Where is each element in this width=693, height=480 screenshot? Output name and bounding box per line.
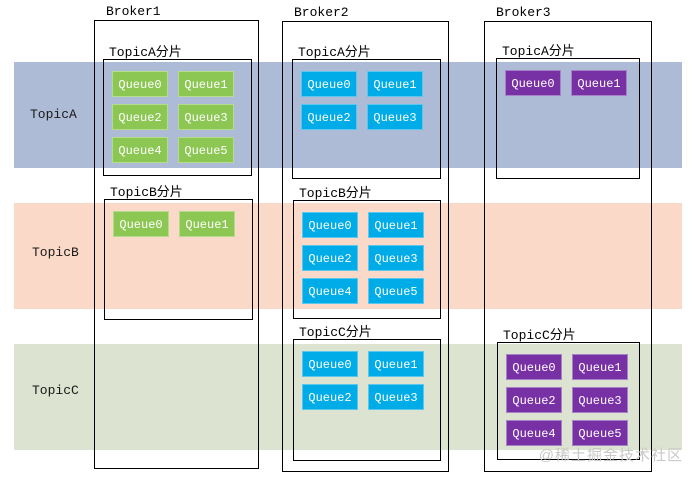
topic-shard-label: TopicB分片 bbox=[110, 185, 183, 200]
topic-shard-label: TopicC分片 bbox=[299, 325, 372, 340]
queue-box: Queue0 bbox=[506, 354, 562, 380]
queue-box: Queue2 bbox=[506, 387, 562, 413]
queue-box: Queue5 bbox=[178, 137, 234, 163]
queue-box: Queue2 bbox=[302, 384, 358, 410]
topic-shard-label: TopicB分片 bbox=[299, 186, 372, 201]
queue-box: Queue1 bbox=[368, 351, 424, 377]
topic-shard-label: TopicA分片 bbox=[298, 45, 371, 60]
queue-box: Queue3 bbox=[572, 387, 628, 413]
queue-box: Queue1 bbox=[368, 212, 424, 238]
queue-box: Queue0 bbox=[302, 351, 358, 377]
queue-box: Queue2 bbox=[302, 245, 358, 271]
queue-box: Queue1 bbox=[178, 71, 234, 97]
topic-shard-label: TopicA分片 bbox=[502, 44, 575, 59]
queue-box: Queue4 bbox=[302, 278, 358, 304]
topic-c-band-label: TopicC bbox=[32, 383, 79, 398]
broker3-label: Broker3 bbox=[496, 5, 551, 20]
queue-box: Queue2 bbox=[112, 104, 168, 130]
queue-box: Queue3 bbox=[367, 104, 423, 130]
watermark: @稀土掘金技术社区 bbox=[538, 447, 683, 464]
queue-box: Queue3 bbox=[368, 384, 424, 410]
topic-shard-box: Queue0 Queue1 bbox=[496, 58, 640, 179]
queue-box: Queue0 bbox=[302, 212, 358, 238]
queue-box: Queue0 bbox=[301, 71, 357, 97]
queue-box: Queue0 bbox=[505, 70, 561, 96]
queue-box: Queue2 bbox=[301, 104, 357, 130]
queue-box: Queue5 bbox=[572, 420, 628, 446]
queue-box: Queue4 bbox=[506, 420, 562, 446]
queue-box: Queue0 bbox=[113, 211, 169, 237]
topic-a-band-label: TopicA bbox=[30, 107, 77, 122]
queue-box: Queue3 bbox=[178, 104, 234, 130]
queue-box: Queue4 bbox=[112, 137, 168, 163]
broker2-label: Broker2 bbox=[294, 5, 349, 20]
queue-box: Queue1 bbox=[571, 70, 627, 96]
broker1-label: Broker1 bbox=[106, 4, 161, 19]
topic-shard-label: TopicA分片 bbox=[109, 45, 182, 60]
topic-shard-label: TopicC分片 bbox=[503, 328, 576, 343]
queue-box: Queue1 bbox=[367, 71, 423, 97]
queue-box: Queue5 bbox=[368, 278, 424, 304]
topic-b-band-label: TopicB bbox=[32, 245, 79, 260]
queue-box: Queue3 bbox=[368, 245, 424, 271]
topic-shard-box: Queue0 Queue1 bbox=[104, 199, 253, 320]
queue-box: Queue1 bbox=[179, 211, 235, 237]
queue-box: Queue0 bbox=[112, 71, 168, 97]
queue-box: Queue1 bbox=[572, 354, 628, 380]
